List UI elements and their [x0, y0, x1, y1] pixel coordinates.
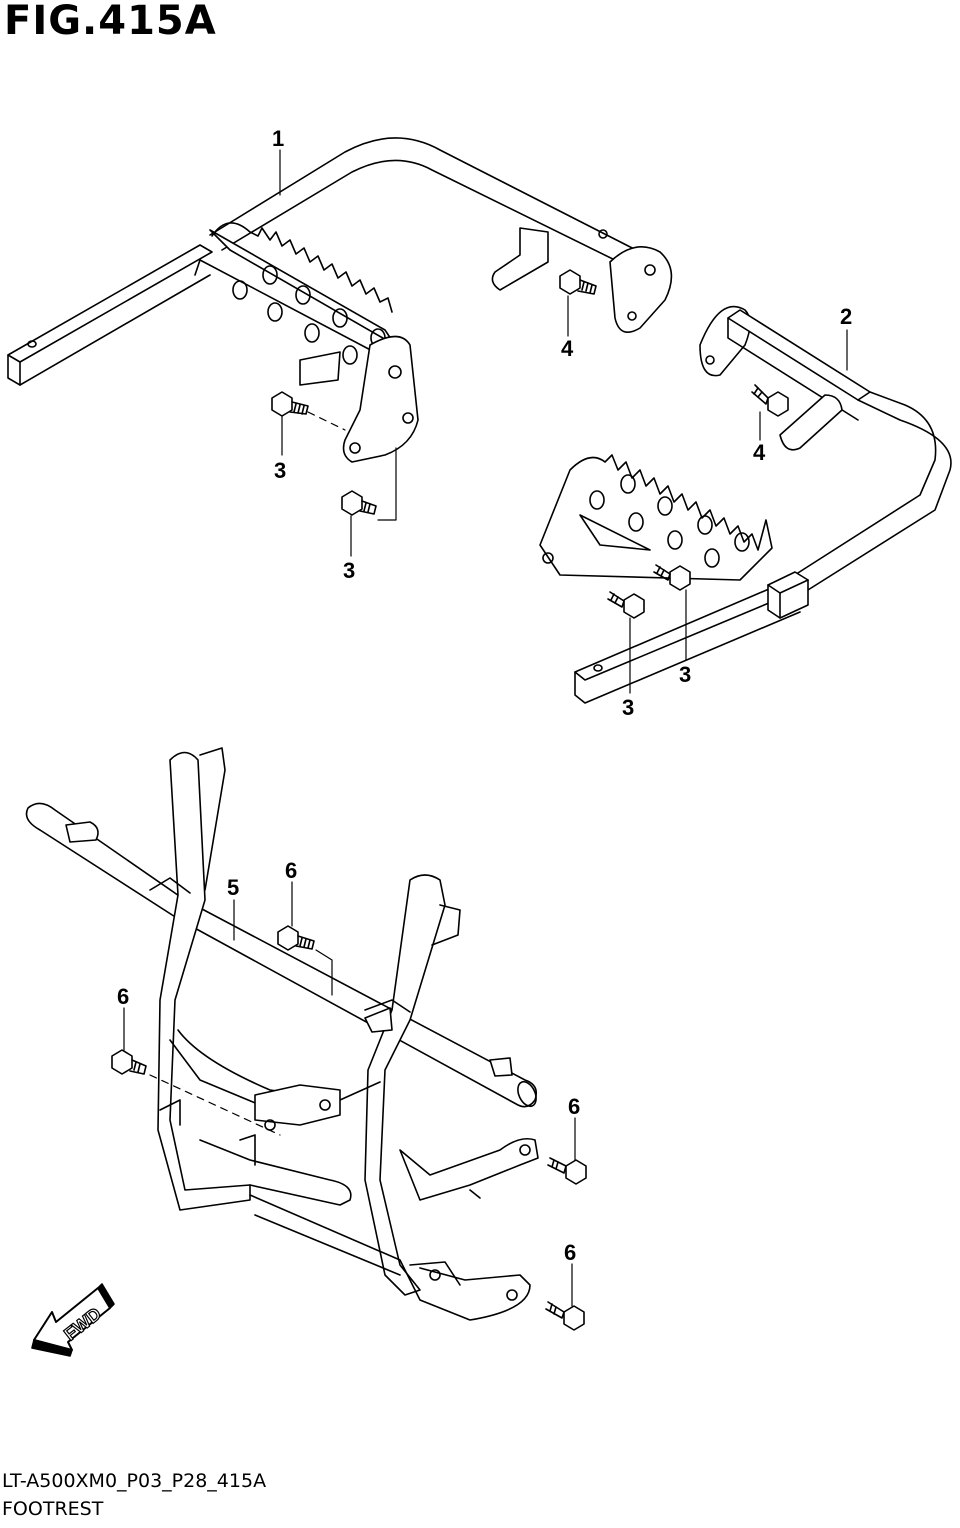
callout-6-c: 6	[568, 1094, 580, 1119]
bolt-6-top	[277, 925, 333, 996]
callout-4-a: 4	[561, 336, 574, 361]
bolt-6-left	[111, 1049, 281, 1136]
bolt-3-right-a	[653, 564, 691, 591]
bolt-6-right-low	[545, 1301, 585, 1331]
footrest-bar-right	[539, 305, 952, 704]
callout-4-b: 4	[753, 440, 766, 465]
figure-title: FIG.415A	[4, 0, 217, 44]
front-guard	[25, 747, 539, 1321]
callout-6-b: 6	[117, 984, 129, 1009]
callout-6-d: 6	[564, 1240, 576, 1265]
bolt-4-upper	[559, 269, 597, 295]
figure-reference-name: FOOTREST	[2, 1498, 104, 1520]
callout-5: 5	[227, 875, 239, 900]
bolt-3-right-b	[607, 591, 645, 619]
callout-6-a: 6	[285, 858, 297, 883]
figure-reference-code: LT-A500XM0_P03_P28_415A	[2, 1470, 267, 1492]
callout-3-d: 3	[622, 695, 634, 720]
bolt-3-lower-left	[341, 447, 397, 521]
callout-3-b: 3	[343, 558, 355, 583]
callout-3-a: 3	[274, 458, 286, 483]
fwd-arrow-icon: FWD	[31, 1283, 115, 1357]
bolt-3-upper-left	[271, 391, 346, 431]
callout-3-c: 3	[679, 662, 691, 687]
footrest-bar-left	[7, 137, 673, 463]
bolt-6-right-mid	[547, 1157, 587, 1185]
callout-2: 2	[840, 304, 852, 329]
callout-1: 1	[272, 126, 284, 151]
bolt-4-right	[751, 384, 789, 417]
